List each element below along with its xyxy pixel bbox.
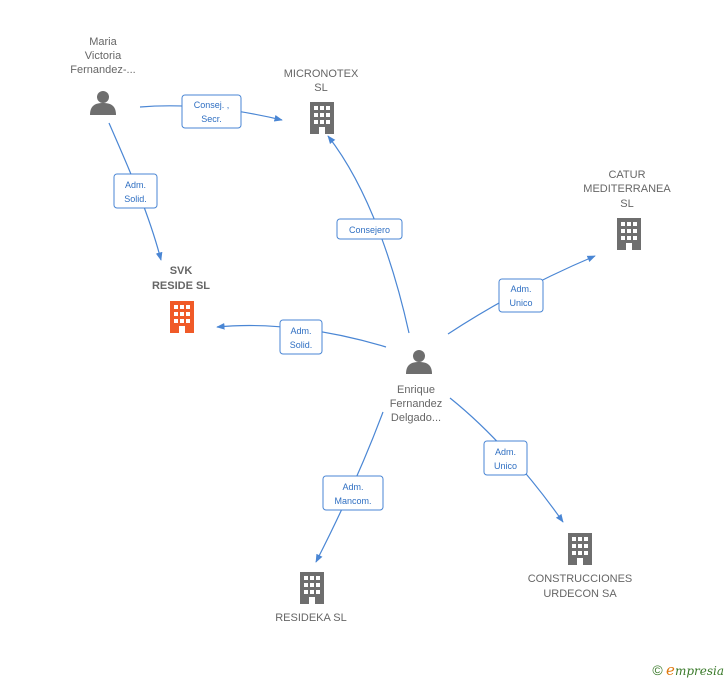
svg-text:Adm.: Adm. — [342, 482, 363, 492]
svg-text:Solid.: Solid. — [124, 194, 147, 204]
node-maria-label-3: Fernandez-... — [70, 64, 135, 76]
node-enrique-label-2: Fernandez — [390, 398, 443, 410]
node-construcciones[interactable]: CONSTRUCCIONES URDECON SA — [528, 533, 633, 600]
relation-label-enrique-catur[interactable]: Adm. Unico — [498, 278, 544, 313]
node-maria[interactable]: Maria Victoria Fernandez-... — [70, 36, 136, 115]
node-construcciones-label-2: URDECON SA — [543, 588, 617, 600]
svg-text:Mancom.: Mancom. — [334, 496, 371, 506]
node-enrique[interactable]: Enrique Fernandez Delgado... — [390, 350, 443, 424]
building-icon — [617, 218, 641, 250]
empresia-logo[interactable]: © empresia — [652, 661, 724, 679]
svg-text:Adm.: Adm. — [510, 284, 531, 294]
node-catur-label-1: CATUR — [608, 169, 645, 181]
svg-text:Adm.: Adm. — [290, 326, 311, 336]
node-catur-label-2: MEDITERRANEA — [583, 183, 671, 195]
relation-label-enrique-svk[interactable]: Adm. Solid. — [279, 319, 323, 355]
svg-text:Solid.: Solid. — [290, 340, 313, 350]
building-icon — [310, 102, 334, 134]
relation-label-enrique-resideka[interactable]: Adm. Mancom. — [322, 475, 384, 511]
node-svk[interactable]: SVK RESIDE SL — [152, 265, 210, 333]
brand-initial: e — [666, 661, 675, 679]
brand-name: mpresia — [674, 664, 724, 678]
node-micronotex[interactable]: MICRONOTEX SL — [284, 68, 359, 134]
svg-text:Unico: Unico — [494, 461, 517, 471]
svg-text:Unico: Unico — [509, 298, 532, 308]
person-icon — [90, 91, 116, 115]
node-micronotex-label-2: SL — [314, 82, 327, 94]
node-enrique-label-1: Enrique — [397, 384, 435, 396]
building-icon — [300, 572, 324, 604]
building-icon — [170, 301, 194, 333]
svg-text:Adm.: Adm. — [495, 447, 516, 457]
node-resideka-label-1: RESIDEKA SL — [275, 612, 347, 624]
svg-text:Adm.: Adm. — [125, 180, 146, 190]
relation-label-maria-micronotex[interactable]: Consej. , Secr. — [181, 94, 242, 129]
svg-text:Consejero: Consejero — [349, 225, 390, 235]
svg-text:Consej. ,: Consej. , — [194, 100, 230, 110]
relation-label-enrique-micronotex[interactable]: Consejero — [336, 218, 403, 240]
node-catur[interactable]: CATUR MEDITERRANEA SL — [583, 169, 671, 250]
node-maria-label-2: Victoria — [85, 50, 122, 62]
node-resideka[interactable]: RESIDEKA SL — [275, 572, 347, 624]
node-maria-label-1: Maria — [89, 36, 117, 48]
svg-text:Secr.: Secr. — [201, 114, 222, 124]
node-construcciones-label-1: CONSTRUCCIONES — [528, 573, 633, 585]
relation-label-enrique-construcciones[interactable]: Adm. Unico — [483, 440, 528, 476]
node-micronotex-label-1: MICRONOTEX — [284, 68, 359, 80]
node-catur-label-3: SL — [620, 198, 633, 210]
node-enrique-label-3: Delgado... — [391, 412, 441, 424]
relation-label-maria-svk[interactable]: Adm. Solid. — [113, 173, 158, 209]
building-icon — [568, 533, 592, 565]
person-icon — [406, 350, 432, 374]
node-svk-label-2: RESIDE SL — [152, 280, 210, 292]
node-svk-label-1: SVK — [170, 265, 193, 277]
copyright-symbol: © — [652, 662, 663, 678]
